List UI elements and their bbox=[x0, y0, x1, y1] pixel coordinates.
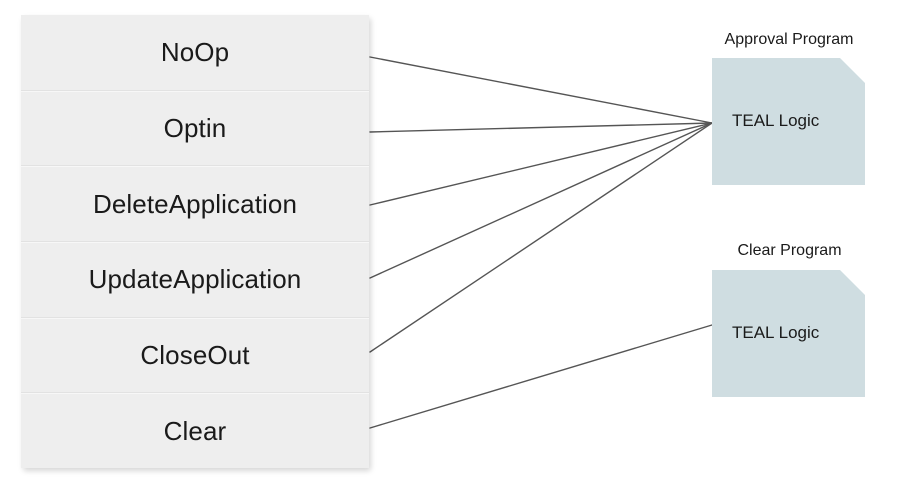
list-item[interactable]: Clear bbox=[21, 392, 369, 469]
connector-line bbox=[369, 324, 713, 429]
list-item-label: NoOp bbox=[160, 37, 230, 68]
connector-line bbox=[369, 122, 713, 206]
clear-program-label: TEAL Logic bbox=[732, 323, 820, 342]
connector-line bbox=[369, 56, 713, 124]
list-item[interactable]: UpdateApplication bbox=[21, 241, 369, 317]
approval-program-label: TEAL Logic bbox=[732, 111, 820, 130]
approval-program-title: Approval Program bbox=[724, 31, 854, 48]
list-item-label: CloseOut bbox=[140, 340, 250, 371]
list-item[interactable]: DeleteApplication bbox=[21, 165, 369, 242]
list-item-label: Optin bbox=[163, 113, 227, 143]
approval-program-body bbox=[712, 58, 865, 185]
list-item-label: UpdateApplication bbox=[88, 264, 302, 295]
list-item-label: Clear bbox=[163, 415, 227, 446]
connector-line bbox=[369, 122, 713, 133]
list-item[interactable]: CloseOut bbox=[21, 316, 369, 393]
list-item[interactable]: Optin bbox=[21, 89, 369, 166]
list-item-label: DeleteApplication bbox=[92, 188, 298, 219]
clear-program-title: Clear Program bbox=[737, 242, 842, 259]
list-item[interactable]: NoOp bbox=[21, 15, 369, 90]
connector-line bbox=[369, 122, 713, 279]
approval-program-shape[interactable]: TEAL Logic bbox=[712, 58, 865, 185]
clear-program-shape[interactable]: TEAL Logic bbox=[712, 270, 865, 397]
clear-program-body bbox=[712, 270, 865, 397]
connector-line bbox=[369, 122, 713, 353]
